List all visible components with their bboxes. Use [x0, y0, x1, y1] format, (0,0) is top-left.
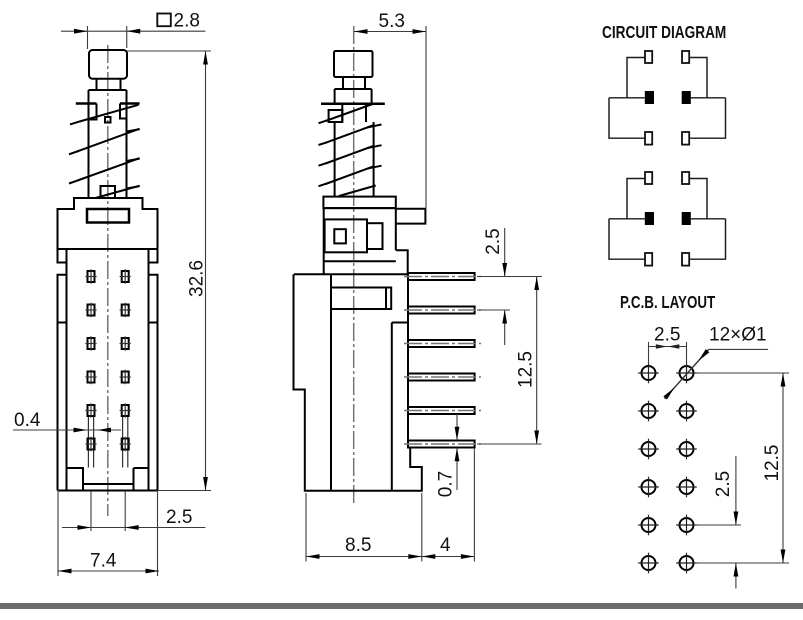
- svg-text:2.8: 2.8: [174, 10, 200, 31]
- svg-text:2.5: 2.5: [654, 325, 680, 346]
- svg-text:2.5: 2.5: [483, 228, 504, 254]
- svg-text:4: 4: [440, 535, 451, 556]
- svg-text:32.6: 32.6: [186, 260, 207, 297]
- svg-text:12×Ø1: 12×Ø1: [709, 325, 767, 346]
- svg-text:2.5: 2.5: [713, 471, 734, 497]
- svg-text:8.5: 8.5: [345, 535, 371, 556]
- svg-text:7.4: 7.4: [90, 551, 117, 572]
- svg-text:CIRCUIT DIAGRAM: CIRCUIT DIAGRAM: [602, 24, 726, 43]
- svg-text:0.7: 0.7: [435, 471, 456, 497]
- svg-text:P.C.B. LAYOUT: P.C.B. LAYOUT: [620, 293, 716, 312]
- svg-text:0.4: 0.4: [14, 410, 41, 431]
- svg-text:12.5: 12.5: [762, 445, 783, 482]
- svg-text:5.3: 5.3: [379, 11, 405, 32]
- svg-text:2.5: 2.5: [166, 507, 192, 528]
- svg-text:12.5: 12.5: [516, 351, 537, 388]
